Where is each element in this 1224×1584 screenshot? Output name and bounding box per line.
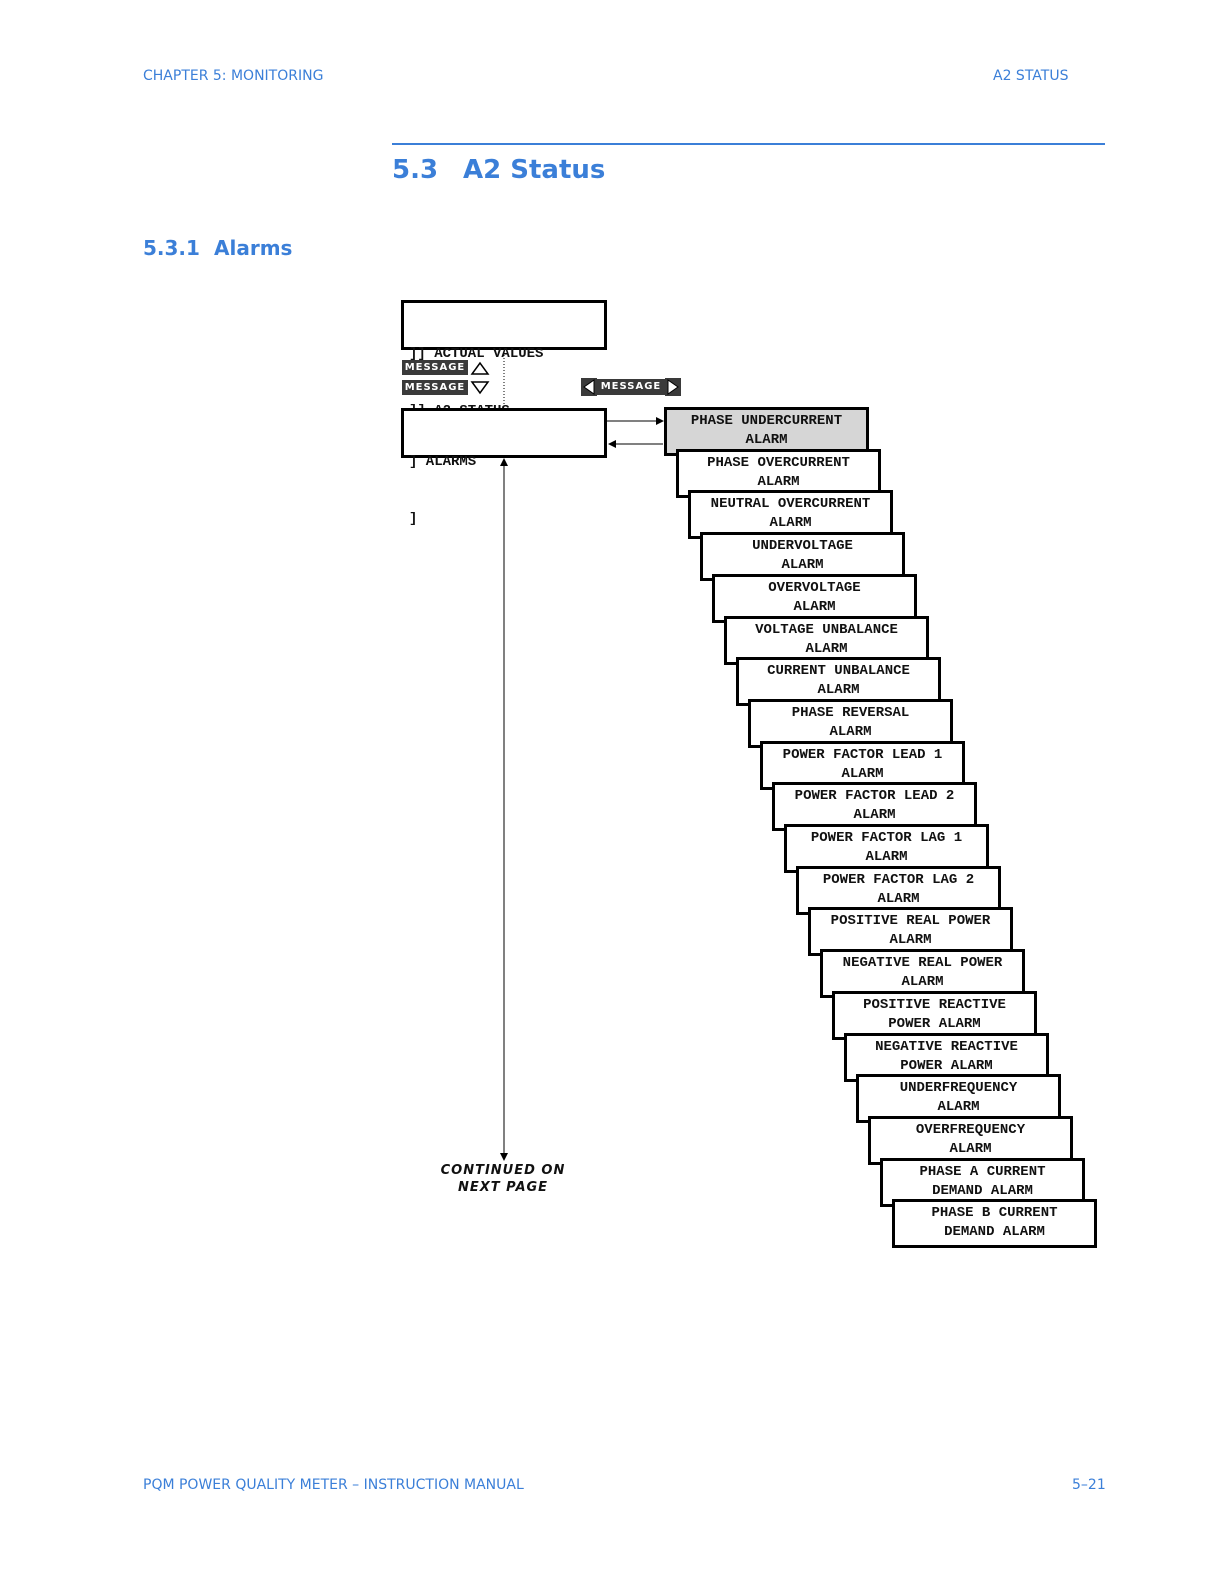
message-left-right-key: MESSAGE — [597, 379, 665, 395]
alarm-item-line: POWER FACTOR LAG 1 — [810, 830, 963, 846]
alarm-item-line: ALARM — [841, 765, 884, 782]
alarm-item-line: ALARM — [805, 640, 848, 657]
alarm-item-line: VOLTAGE UNBALANCE — [755, 621, 898, 638]
alarm-item-line: POSITIVE REACTIVE — [863, 996, 1006, 1013]
alarm-item-line: UNDERFREQUENCY — [899, 1080, 1018, 1097]
message-up-key: MESSAGE — [402, 360, 468, 375]
alarm-item: PHASE A CURRENT DEMAND ALARM — [880, 1157, 1085, 1207]
alarm-item-line: ALARM — [781, 557, 824, 574]
alarm-item-line: DEMAND ALARM — [944, 1224, 1045, 1241]
alarm-item-line: ALARM — [889, 932, 932, 949]
message-down-key: MESSAGE — [402, 380, 468, 395]
section-rule — [392, 143, 1105, 145]
alarm-item-line: PHASE A CURRENT — [919, 1163, 1046, 1180]
alarm-item-line: ALARM — [829, 723, 872, 740]
alarm-item-line: ALARM — [901, 974, 944, 991]
alarm-item-line: PHASE UNDERCURRENT — [690, 413, 843, 429]
alarm-item-line: PHASE OVERCURRENT — [707, 454, 850, 471]
alarm-item: POSITIVE REAL POWER ALARM — [808, 907, 1013, 957]
section-number: 5.3 — [392, 155, 439, 185]
alarm-item: OVERVOLTAGE ALARM — [712, 573, 917, 623]
triangle-up-icon — [469, 360, 491, 376]
continued-line: NEXT PAGE — [457, 1180, 549, 1195]
alarm-item-line: OVERVOLTAGE — [768, 579, 861, 596]
alarm-item-line: CURRENT UNBALANCE — [767, 663, 910, 680]
alarm-item-line: POWER FACTOR LAG 2 — [822, 871, 975, 888]
alarm-item-line: ALARM — [877, 890, 920, 907]
alarm-item-line: ALARM — [769, 515, 812, 532]
lcd-line: ] — [409, 511, 418, 527]
alarm-item-line: PHASE B CURRENT — [931, 1205, 1058, 1222]
alarm-item-line: ALARM — [817, 682, 860, 699]
alarm-item-line: ALARM — [745, 432, 788, 448]
alarm-item: PHASE REVERSAL ALARM — [748, 698, 953, 748]
subsection-number: 5.3.1 — [143, 236, 200, 260]
alarm-item: POWER FACTOR LAG 1 ALARM — [784, 824, 989, 873]
alarm-item-line: UNDERVOLTAGE — [752, 538, 853, 555]
subsection-title: Alarms — [214, 236, 293, 260]
alarm-item-line: POWER ALARM — [888, 1015, 981, 1032]
alarm-item-line: ALARM — [793, 598, 836, 615]
alarm-item: PHASE OVERCURRENT ALARM — [676, 448, 881, 498]
alarm-item-line: NEGATIVE REAL POWER — [842, 955, 1003, 972]
page-number: 5–21 — [1072, 1477, 1106, 1493]
lcd-alarms: ] ALARMS ] — [401, 408, 607, 527]
alarm-item: POWER FACTOR LEAD 2 ALARM — [772, 782, 977, 832]
alarm-item-line: ALARM — [949, 1140, 992, 1157]
continued-note: CONTINUED ON NEXT PAGE — [440, 1162, 566, 1196]
lcd-actual-values: ]] ACTUAL VALUES ]] A2 STATUS — [401, 300, 607, 419]
lcd-line: ] ALARMS — [409, 454, 477, 470]
alarm-item-line: NEGATIVE REACTIVE — [875, 1038, 1018, 1055]
alarm-item-line: PHASE REVERSAL — [791, 704, 910, 721]
alarm-item-line: DEMAND ALARM — [932, 1182, 1033, 1199]
alarm-item-line: ALARM — [757, 473, 800, 490]
alarm-item-line: POSITIVE REAL POWER — [830, 913, 991, 930]
continued-line: CONTINUED ON — [440, 1163, 566, 1178]
alarm-item-line: ALARM — [853, 807, 896, 824]
running-header-section: A2 STATUS — [993, 68, 1069, 84]
section-title: A2 Status — [463, 155, 606, 185]
triangle-down-icon — [470, 381, 490, 395]
triangle-left-icon — [581, 378, 597, 396]
alarm-item: CURRENT UNBALANCE ALARM — [736, 657, 941, 707]
alarm-item-line: POWER FACTOR LEAD 2 — [794, 788, 955, 805]
alarm-item: PHASE B CURRENT DEMAND ALARM — [892, 1199, 1097, 1249]
running-header-chapter: CHAPTER 5: MONITORING — [143, 68, 324, 84]
alarm-item-line: OVERFREQUENCY — [915, 1121, 1026, 1138]
triangle-right-icon — [665, 378, 681, 396]
alarm-item-line: POWER ALARM — [900, 1057, 993, 1074]
lcd-line: ]] ACTUAL VALUES — [409, 346, 544, 362]
alarm-item-line: ALARM — [937, 1099, 980, 1116]
alarm-item-line: NEUTRAL OVERCURRENT — [710, 496, 871, 513]
alarm-item-line: POWER FACTOR LEAD 1 — [782, 746, 943, 763]
running-footer-title: PQM POWER QUALITY METER – INSTRUCTION MA… — [143, 1477, 524, 1493]
alarm-item: NEGATIVE REACTIVE POWER ALARM — [844, 1032, 1049, 1082]
alarm-item-line: ALARM — [865, 849, 908, 865]
